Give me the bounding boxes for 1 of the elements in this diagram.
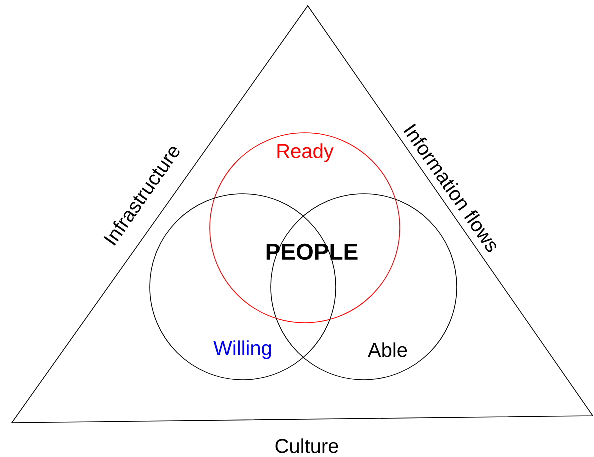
side-label: Culture bbox=[276, 438, 338, 454]
